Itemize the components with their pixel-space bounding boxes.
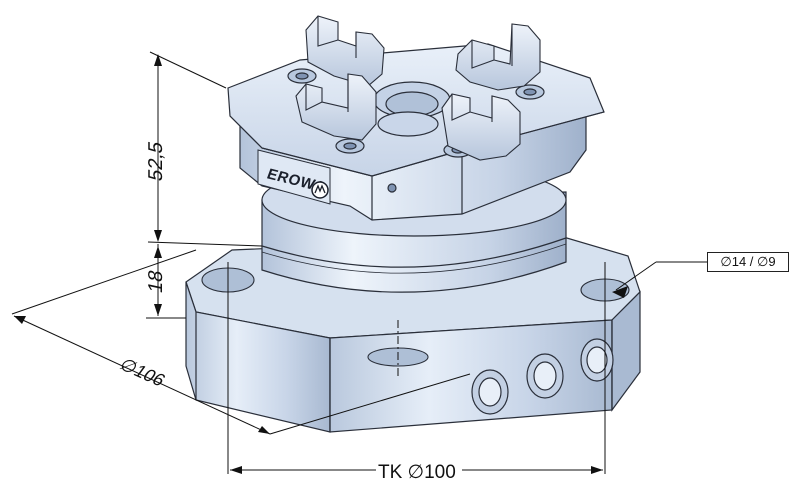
bolt-circle-dimension: TK ∅100 (378, 462, 456, 483)
clamping-jaws (295, 15, 541, 161)
hole-spec-label: ∅14 / ∅9 (707, 252, 789, 272)
tk-label-bg (376, 460, 462, 482)
side-ports (471, 338, 614, 415)
height-upper-dimension: 52,5 (145, 140, 167, 184)
base-diameter-dimension: ∅106 (116, 355, 170, 390)
dimension-arrows (14, 54, 628, 474)
height-base-dimension: 18 (145, 268, 167, 295)
